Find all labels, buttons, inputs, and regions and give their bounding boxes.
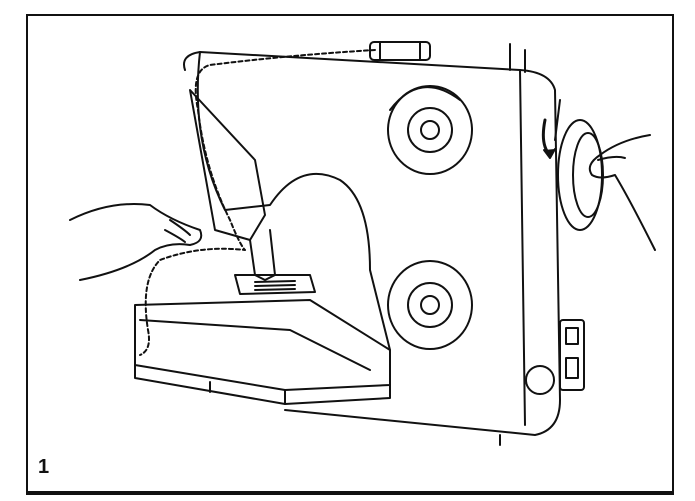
sewing-machine-illustration <box>69 41 656 446</box>
figure-frame <box>26 14 674 495</box>
left-hand <box>69 203 203 281</box>
machine-body <box>183 51 561 436</box>
right-hand <box>588 134 656 251</box>
bottom-rule <box>26 491 674 494</box>
step-number: 1 <box>38 456 50 478</box>
machine-bed <box>134 299 391 391</box>
